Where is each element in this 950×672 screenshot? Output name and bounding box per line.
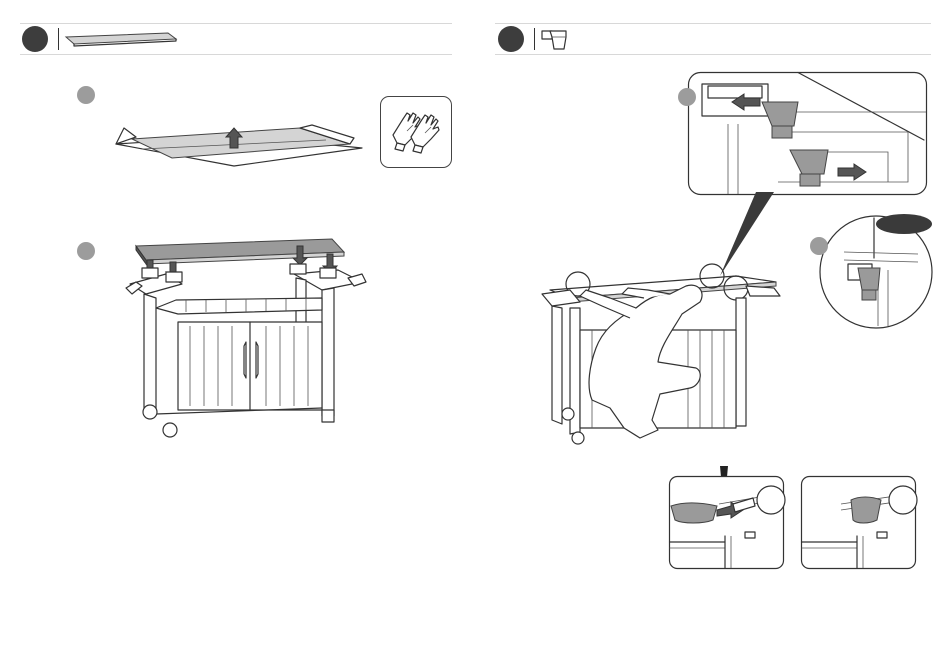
clip-connector-icon [540, 27, 570, 53]
gloves-icon-box [380, 96, 452, 168]
unbox-tabletop-illustration [112, 122, 366, 170]
left-header-top-rule [20, 23, 452, 24]
clip-insertion-detail [688, 72, 928, 196]
clip-correct-position [801, 476, 917, 570]
step-1-marker [22, 26, 48, 52]
left-header-bottom-rule [20, 54, 452, 55]
right-header-top-rule [495, 23, 931, 24]
clip-closeup-detail [818, 214, 938, 334]
detail-pointer [716, 192, 778, 278]
left-header-divider [58, 28, 59, 50]
person-installing-clips-illustration [540, 268, 790, 448]
tabletop-panel-icon [64, 31, 178, 47]
clip-wrong-position [669, 476, 785, 570]
gloves-icon [387, 105, 445, 157]
place-tabletop-on-cart-illustration [126, 238, 366, 440]
step-2-marker [498, 26, 524, 52]
substep-b-marker [77, 242, 95, 260]
substep-a-marker [77, 86, 95, 104]
detail-view-a-marker [678, 88, 696, 106]
right-header-bottom-rule [495, 54, 931, 55]
right-header-divider [534, 28, 535, 50]
detail-view-b-marker [810, 237, 828, 255]
